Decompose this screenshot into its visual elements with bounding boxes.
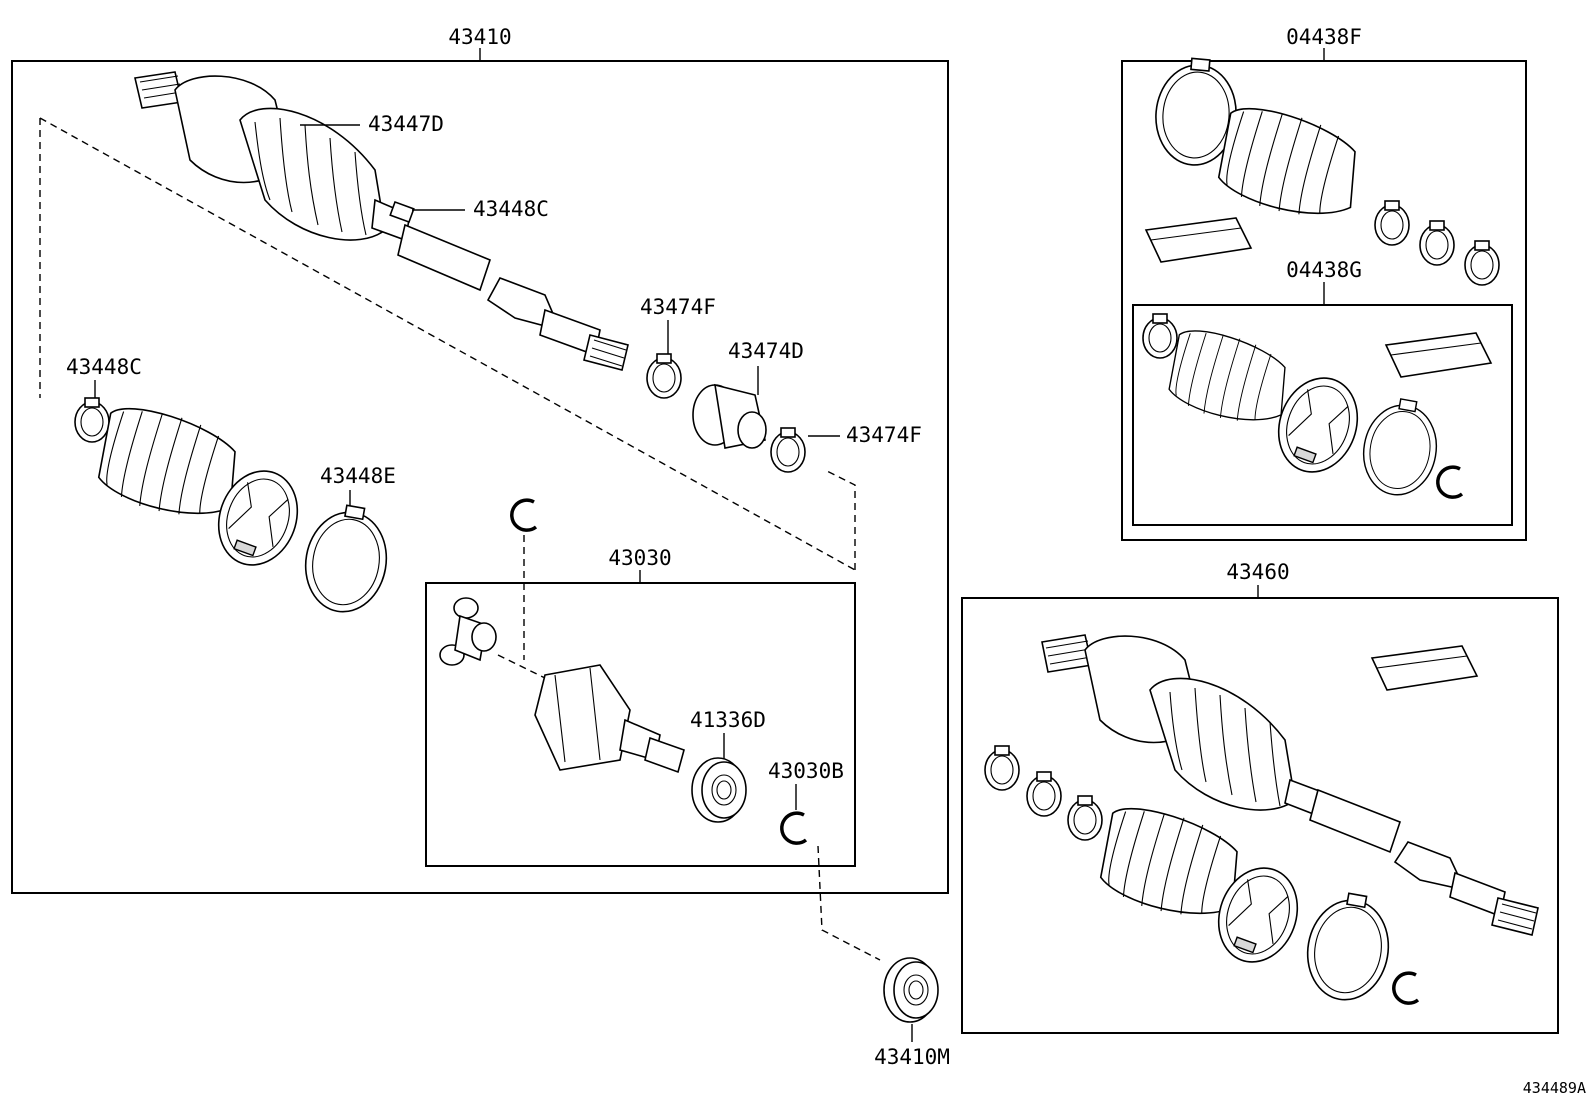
callout-43448E[interactable]: 43448E — [320, 464, 396, 488]
kit-F-boot[interactable] — [1208, 98, 1371, 230]
callout-43474F-right[interactable]: 43474F — [846, 423, 922, 447]
kit-F-clamp-1[interactable] — [1374, 200, 1410, 246]
boot-clamp-top[interactable] — [646, 353, 682, 399]
boot-clamp-small[interactable] — [74, 397, 110, 443]
kit-43460-clamp-2[interactable] — [1026, 771, 1062, 817]
dynamic-damper[interactable] — [692, 383, 767, 449]
tripod-joint[interactable] — [439, 597, 497, 666]
part-43410M[interactable]: 43410M — [874, 957, 950, 1069]
snap-ring-43030B[interactable] — [780, 811, 808, 845]
shaft-43460[interactable] — [1041, 634, 1539, 936]
group-43460-label[interactable]: 43460 — [1226, 560, 1289, 584]
kit-G-snap-ring[interactable] — [1436, 465, 1464, 499]
kit-G-boot[interactable] — [1160, 322, 1299, 434]
kit-G-clamp[interactable] — [1142, 313, 1178, 359]
kit-43460-band[interactable] — [1299, 887, 1398, 1007]
callout-43448C-shaft[interactable]: 43448C — [473, 197, 549, 221]
group-04438G-frame — [1132, 304, 1513, 526]
callout-41336D[interactable]: 41336D — [690, 708, 766, 732]
callout-43030B[interactable]: 43030B — [768, 759, 844, 783]
group-04438G-label[interactable]: 04438G — [1286, 258, 1362, 282]
kit-F-clamp-2[interactable] — [1419, 220, 1455, 266]
group-43410: 43410 43447D 43448C 43448C — [11, 25, 949, 894]
snap-ring-upper[interactable] — [510, 498, 538, 532]
kit-43460-snap-ring[interactable] — [1392, 971, 1420, 1005]
inner-joint-housing[interactable] — [534, 664, 685, 774]
boot-band-large[interactable] — [297, 499, 396, 619]
group-43030-label[interactable]: 43030 — [608, 546, 671, 570]
kit-G-band[interactable] — [1356, 393, 1445, 502]
callout-43474F-top[interactable]: 43474F — [640, 295, 716, 319]
callout-43410M[interactable]: 43410M — [874, 1045, 950, 1069]
group-43030: 43030 41336D 43030B — [425, 546, 881, 961]
callout-43447D[interactable]: 43447D — [368, 112, 444, 136]
drive-shaft-assembly[interactable] — [134, 71, 629, 371]
callout-43448C-loose[interactable]: 43448C — [66, 355, 142, 379]
kit-G-grease[interactable] — [1385, 332, 1492, 378]
boot-clamp-right[interactable] — [770, 427, 806, 473]
kit-43460-clamp-3[interactable] — [1067, 795, 1103, 841]
group-04438F-label[interactable]: 04438F — [1286, 25, 1362, 49]
group-43460: 43460 — [961, 560, 1559, 1034]
kit-F-grease[interactable] — [1145, 217, 1252, 263]
group-04438F: 04438F — [1121, 25, 1527, 541]
drawing-number: 434489A — [1523, 1079, 1586, 1097]
group-43410-label[interactable]: 43410 — [448, 25, 511, 49]
kit-43460-clamp-1[interactable] — [984, 745, 1020, 791]
oil-seal[interactable] — [691, 757, 747, 823]
kit-F-clamp-3[interactable] — [1464, 240, 1500, 286]
group-43460-frame — [961, 597, 1559, 1034]
callout-43474D[interactable]: 43474D — [728, 339, 804, 363]
kit-43460-grease[interactable] — [1371, 645, 1478, 691]
group-04438G: 04438G — [1132, 258, 1513, 526]
